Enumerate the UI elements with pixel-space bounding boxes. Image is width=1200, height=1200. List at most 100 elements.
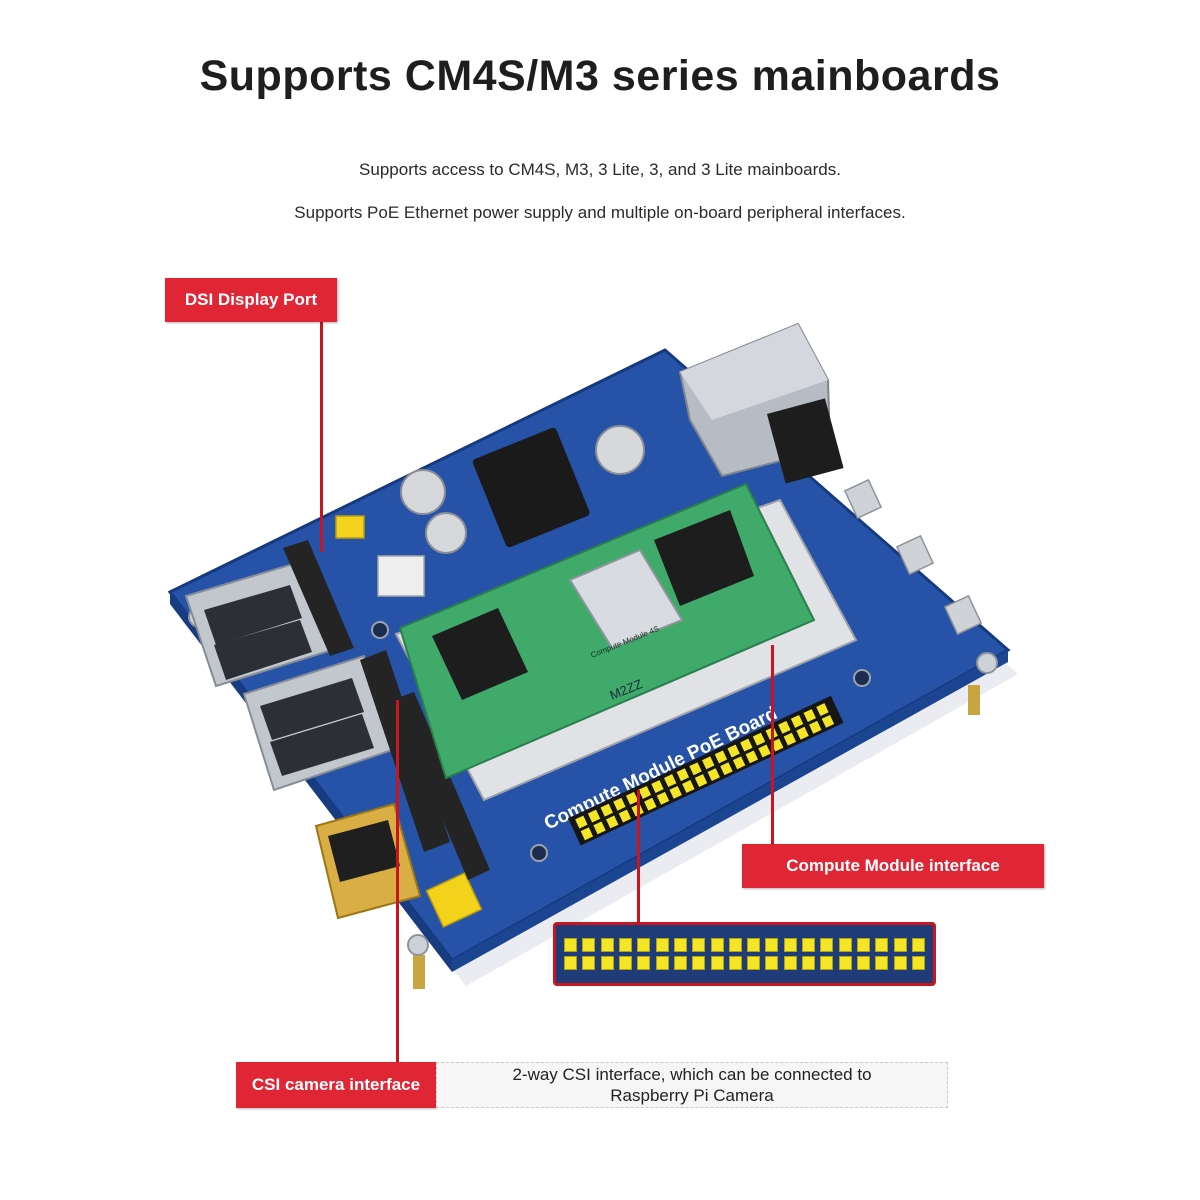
gpio-pin-zoom [692, 938, 706, 952]
usb-port-stack-1 [184, 560, 334, 688]
gpio-pin [796, 726, 809, 740]
capacitor-2 [425, 512, 467, 554]
gpio-pin [656, 791, 670, 805]
csi-camera-interface-label: CSI camera interface [236, 1062, 436, 1108]
standoff-left [413, 955, 425, 989]
csi-connector-2 [392, 692, 490, 880]
gpio-pin-zoom [820, 938, 834, 952]
gpio-pin [613, 797, 626, 811]
gpio-pin [689, 762, 702, 776]
gpio-pin-zoom [637, 938, 651, 952]
dsi-connector [283, 540, 354, 656]
cm-callout-line [771, 645, 774, 845]
gpio-pin-zoom [838, 938, 852, 952]
gpio-pin-zoom [728, 956, 742, 970]
gpio-pin [790, 714, 804, 728]
micro-usb-2 [895, 534, 935, 576]
gpio-pin [638, 785, 651, 799]
gpio-pin [575, 815, 588, 829]
transformer [472, 427, 590, 548]
dsi-callout-line [320, 322, 323, 552]
gpio-pin [600, 803, 613, 817]
gpio-pin-zoom [600, 938, 614, 952]
gpio-pin-zoom [893, 938, 907, 952]
gpio-pin-zoom [655, 938, 669, 952]
gpio-pin-zoom [783, 938, 797, 952]
gpio-pin [625, 791, 639, 805]
gpio-pin [770, 738, 784, 752]
subtitle-line-1: Supports access to CM4S, M3, 3 Lite, 3, … [359, 160, 841, 179]
gpio-pin [651, 780, 664, 793]
gpio-pin-row-bottom [564, 956, 925, 970]
gpio-pin-zoom [600, 956, 614, 970]
gpio-pin [669, 785, 682, 799]
gpio-pin [821, 714, 835, 728]
fan-connector [377, 555, 425, 597]
mount-hole-4 [371, 621, 389, 639]
gpio-pin [740, 738, 753, 752]
gpio-pin [783, 732, 797, 746]
gpio-pin-zoom [582, 938, 596, 952]
gpio-pin [752, 732, 766, 746]
gpio-pin-zoom [911, 956, 925, 970]
gpio-pin-zoom [728, 938, 742, 952]
gpio-pin-zoom [802, 956, 816, 970]
gpio-pin [676, 768, 690, 782]
emmc-chip [432, 608, 528, 700]
gpio-pin-zoom [618, 956, 632, 970]
gpio-pin [606, 815, 619, 829]
gpio-pin [593, 821, 606, 835]
micro-usb-1 [843, 478, 883, 520]
csi-description-line-1: 2-way CSI interface, which can be connec… [512, 1065, 872, 1084]
csi-description: 2-way CSI interface, which can be connec… [436, 1062, 948, 1108]
gpio-header [568, 695, 844, 846]
gpio-pin-zoom [582, 956, 596, 970]
mount-hole-5 [530, 844, 548, 862]
gpio-pin-zoom [893, 956, 907, 970]
gpio-header-zoom [553, 922, 936, 986]
subtitle-line-2: Supports PoE Ethernet power supply and m… [294, 203, 906, 222]
dsi-display-port-label: DSI Display Port [165, 278, 337, 322]
gpio-pin [707, 768, 720, 782]
gpio-pin-zoom [783, 956, 797, 970]
page-title: Supports CM4S/M3 series mainboards [199, 52, 1001, 100]
gpio-pin-zoom [710, 956, 724, 970]
gpio-pin-zoom [673, 938, 687, 952]
mount-hole-2 [407, 934, 429, 956]
gpio-pin-zoom [655, 956, 669, 970]
gpio-pin-zoom [820, 956, 834, 970]
micro-usb-3 [943, 594, 983, 636]
csi-callout-line [396, 700, 399, 1062]
gpio-pin [618, 809, 632, 823]
ram-chip [654, 510, 754, 606]
gpio-pin-zoom [564, 956, 577, 970]
gpio-pin-zoom [765, 956, 779, 970]
gpio-pin [663, 774, 677, 788]
gpio-pin [745, 750, 758, 764]
gpio-pin-zoom [857, 956, 870, 970]
gpio-pin-zoom [618, 938, 632, 952]
gpio-pin-zoom [673, 956, 687, 970]
mount-hole-3 [976, 652, 998, 674]
gpio-pin [714, 750, 728, 764]
gpio-pin-zoom [857, 938, 870, 952]
gpio-pin [816, 703, 829, 717]
gpio-pin [644, 797, 657, 811]
gpio-pin [732, 756, 746, 770]
capacitor-3 [595, 425, 645, 475]
gpio-pin [702, 756, 715, 770]
csi-connector-1 [360, 650, 450, 852]
mount-hole-6 [853, 669, 871, 687]
gpio-pin [727, 744, 740, 758]
bottom-jumper [425, 872, 483, 928]
gpio-pin-zoom [911, 938, 925, 952]
gpio-pin-zoom [692, 956, 706, 970]
capacitor-1 [400, 469, 446, 515]
soc-chip [568, 548, 684, 650]
gpio-pin [778, 720, 791, 734]
gpio-pin-zoom [637, 956, 651, 970]
gpio-pin [682, 780, 695, 793]
gpio-callout-line [637, 790, 640, 922]
gpio-pin [587, 809, 601, 823]
